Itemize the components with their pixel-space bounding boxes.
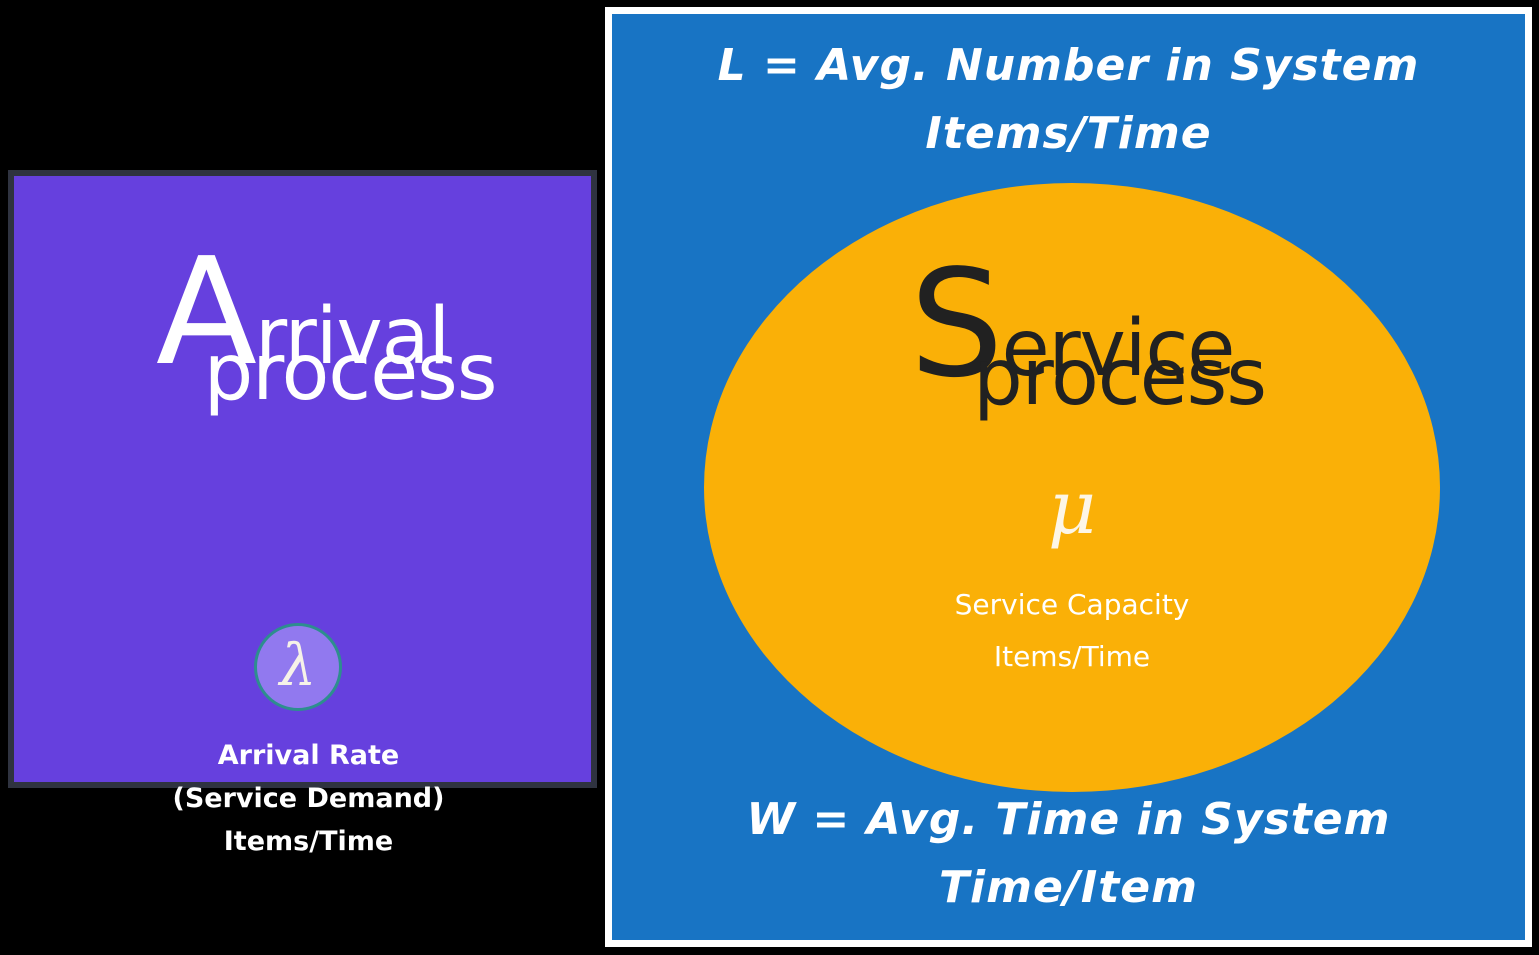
service-process-ellipse: Service process μ Service Capacity Items… xyxy=(704,183,1440,792)
arrival-title-rest-line2: process xyxy=(203,328,498,418)
arrival-title-line1: Arrival xyxy=(14,226,591,398)
arrival-title-line2: process xyxy=(14,328,591,418)
service-caption-line2: Items/Time xyxy=(993,640,1151,673)
littles-law-L-annotation: L = Avg. Number in System Items/Time xyxy=(612,32,1525,168)
service-title-rest-line2: process xyxy=(973,333,1267,423)
littles-law-W-line2: Time/Item xyxy=(939,862,1198,913)
mu-symbol-icon: μ xyxy=(1047,465,1097,551)
arrival-caption-line1: Arrival Rate xyxy=(217,740,400,771)
littles-law-W-annotation: W = Avg. Time in System Time/Item xyxy=(612,786,1525,922)
arrival-initial-letter: A xyxy=(155,226,257,398)
littles-law-L-line1: L = Avg. Number in System xyxy=(717,40,1420,91)
arrival-caption-line2: (Service Demand) xyxy=(172,783,445,814)
arrival-caption-line3: Items/Time xyxy=(223,826,394,857)
service-caption: Service Capacity Items/Time xyxy=(704,579,1440,683)
littles-law-L-line2: Items/Time xyxy=(925,108,1212,159)
arrival-title-rest-line1: rrival xyxy=(255,292,450,382)
lambda-badge: λ xyxy=(254,623,342,711)
littles-law-W-line1: W = Avg. Time in System xyxy=(746,794,1391,845)
arrival-process-box: Arrival process λ Arrival Rate (Service … xyxy=(8,170,597,857)
service-initial-letter: S xyxy=(909,238,1004,410)
service-title-line2: process xyxy=(704,333,1440,423)
service-title-rest-line1: ervice xyxy=(1001,304,1236,394)
service-title-line1: Service xyxy=(704,238,1440,410)
arrival-caption: Arrival Rate (Service Demand) Items/Time xyxy=(14,734,603,863)
service-caption-line1: Service Capacity xyxy=(954,588,1190,621)
lambda-symbol-icon: λ xyxy=(279,631,317,699)
service-system-box: L = Avg. Number in System Items/Time Ser… xyxy=(605,7,1532,947)
